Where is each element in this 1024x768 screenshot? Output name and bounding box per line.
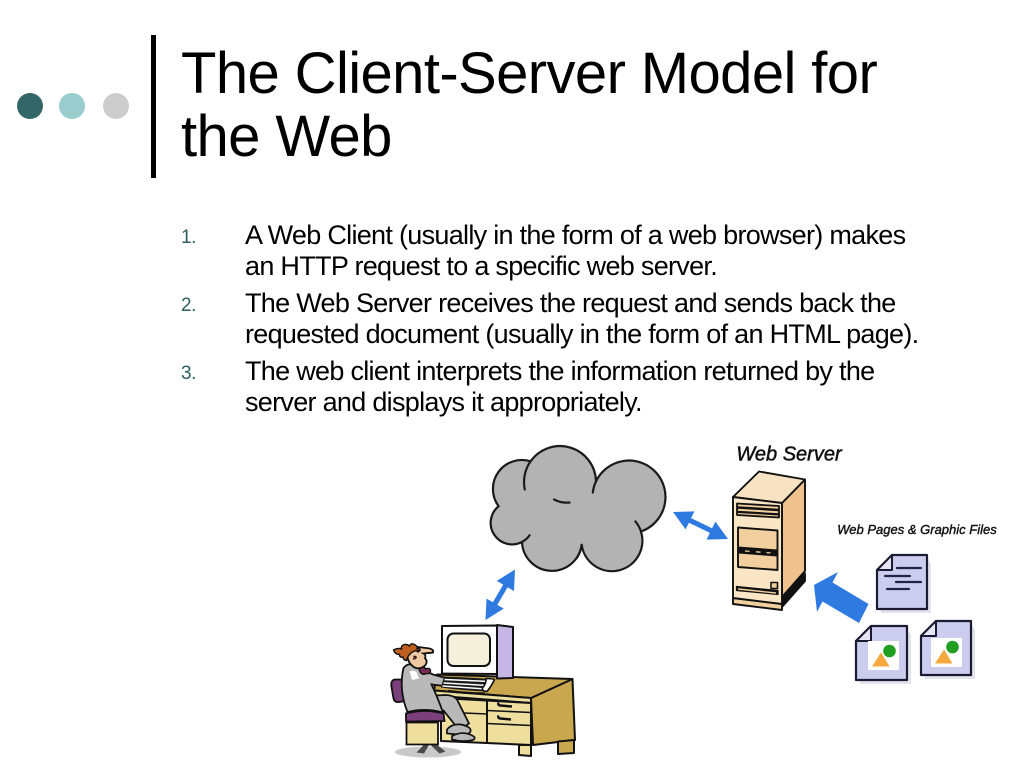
svg-text:Web Server: Web Server (736, 444, 843, 466)
svg-text:Web Pages & Graphic Files: Web Pages & Graphic Files (837, 522, 997, 537)
